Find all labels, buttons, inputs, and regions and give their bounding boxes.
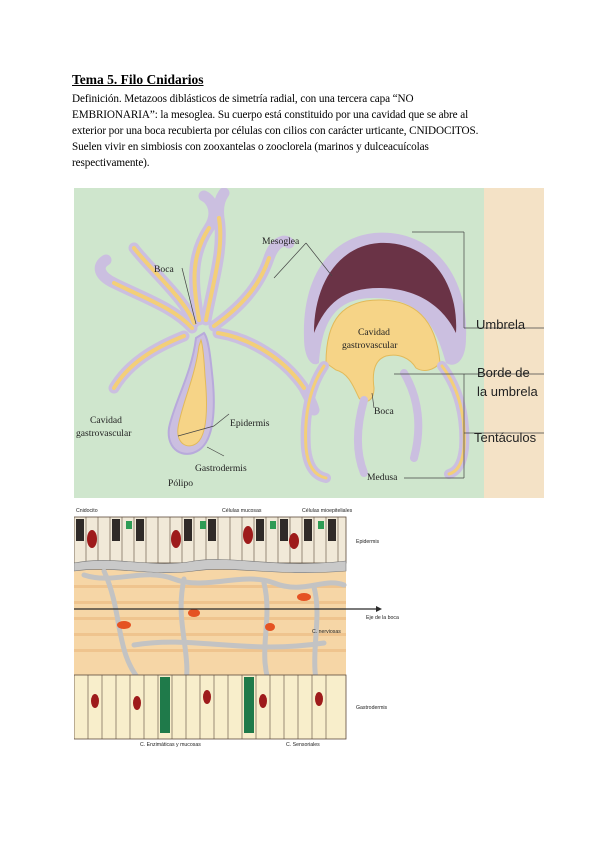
paragraph-line: Suelen vivir en simbiosis con zooxantela… [72,141,429,153]
label-tentaculos: Tentáculos [474,430,537,445]
label-boca-polipo: Boca [154,264,174,275]
label-cavidad-medusa-2: gastrovascular [342,340,398,351]
label-epidermis: Epidermis [356,539,379,545]
label-gastrodermis: Gastrodermis [356,705,388,711]
paragraph-line: respectivamente). [72,157,150,169]
label-borde-1: Borde de [477,365,530,380]
cnidarian-body-plans-figure: Boca Mesoglea Cavidad gastrovascular Epi… [74,188,544,498]
label-cavidad-polipo-2: gastrovascular [76,428,132,439]
label-celulas-mioepiteliales: Células mioepiteliales [302,508,353,514]
paragraph-line: Definición. Metazoos diblásticos de sime… [72,93,414,105]
label-c-sensoriales: C. Sensoriales [286,742,320,748]
label-eje-boca: Eje de la boca [366,615,399,621]
epidermis-cells [74,516,347,574]
label-umbrela: Umbrela [476,317,526,332]
paragraph-line: EMBRIONARIA”: la mesoglea. Su cuerpo est… [72,109,469,121]
definition-paragraph: Definición. Metazoos diblásticos de sime… [72,91,534,171]
label-epidermis: Epidermis [230,418,270,429]
paragraph-line: exterior por una boca recubierta por cél… [72,125,479,137]
label-borde-2: la umbrela [477,384,538,399]
polyp-drawing [94,188,320,455]
label-cavidad-medusa-1: Cavidad [358,327,390,338]
medusa-drawing [300,232,470,483]
label-c-enzimaticas: C. Enzimáticas y mucosas [140,742,201,748]
label-boca-medusa: Boca [374,406,394,417]
label-pointers [177,231,544,479]
label-c-nerviosas: C. nerviosas [312,629,341,635]
label-celulas-mucosas: Células mucosas [222,508,262,514]
label-polipo: Pólipo [168,478,193,489]
gastrodermis-cells [74,674,347,740]
label-mesoglea: Mesoglea [262,236,300,247]
label-gastrodermis: Gastrodermis [195,463,247,474]
label-cavidad-polipo-1: Cavidad [90,415,122,426]
label-cnidocito: Cnidocito [76,508,98,514]
mouth-axis-arrow [74,606,382,612]
page-title: Tema 5. Filo Cnidarios [72,72,204,87]
cnidarian-tissue-figure: Cnidocito Células mucosas Células mioepi… [74,505,400,748]
nerve-cells [117,593,311,631]
label-medusa: Medusa [367,472,398,483]
